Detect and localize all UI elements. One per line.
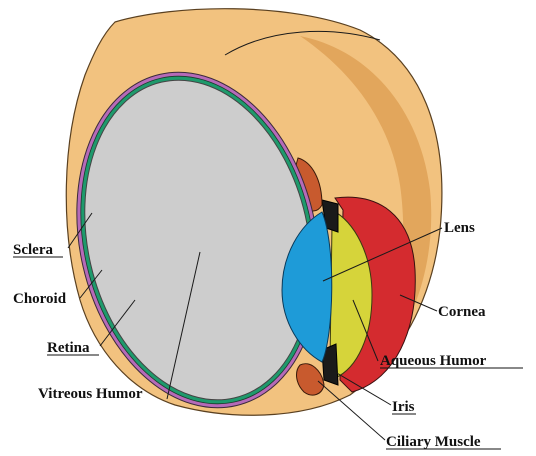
vitreous-humor-label: Vitreous Humor [38,386,143,402]
aqueous-humor-label: Aqueous Humor [380,353,487,369]
sclera-label: Sclera [13,242,53,258]
lens-label: Lens [444,220,475,236]
retina-label: Retina [47,340,90,356]
choroid-label: Choroid [13,291,67,307]
ciliary-muscle-label: Ciliary Muscle [386,434,481,450]
cornea-label: Cornea [438,304,486,320]
iris-label: Iris [392,399,415,415]
